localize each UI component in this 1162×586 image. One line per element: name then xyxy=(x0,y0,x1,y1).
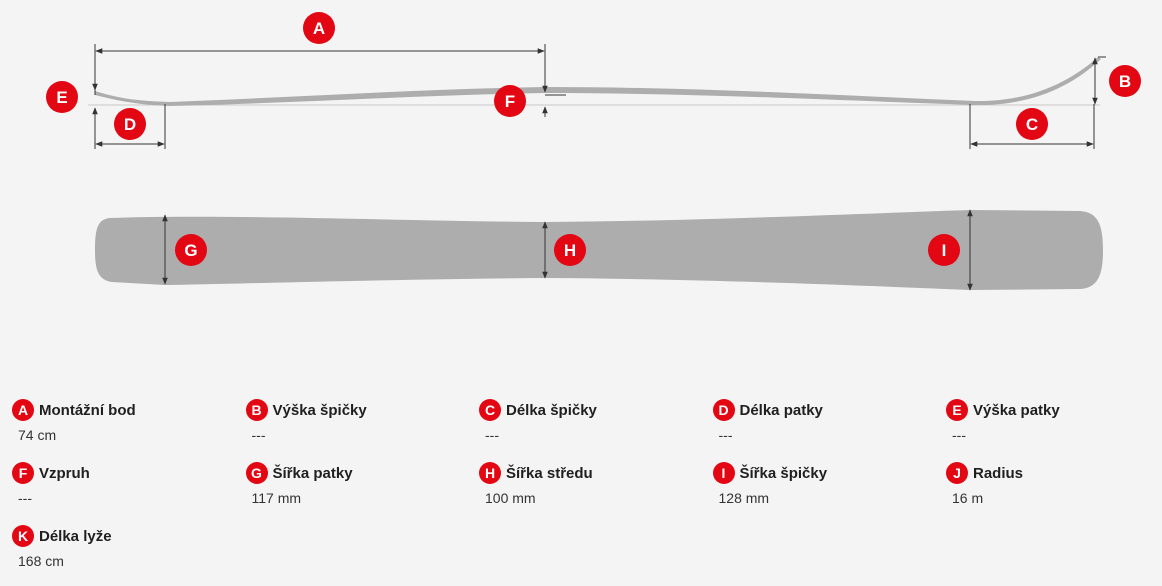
svg-text:I: I xyxy=(942,241,947,260)
spec-badge: G xyxy=(245,462,268,484)
spec-badge: J xyxy=(946,462,968,484)
svg-text:D: D xyxy=(124,115,136,134)
spec-badge: C xyxy=(479,399,501,421)
spec-badge: D xyxy=(712,399,735,421)
spec-value: --- xyxy=(718,427,733,443)
marker-d: D xyxy=(114,108,146,140)
spec-a: A Montážní bod 74 cm xyxy=(12,397,246,460)
spec-badge: F xyxy=(12,462,34,484)
ski-diagram: A F E D B C G H xyxy=(46,12,1141,291)
ski-side-profile xyxy=(88,57,1101,106)
spec-label: Šířka středu xyxy=(506,464,593,482)
spec-label: Šířka špičky xyxy=(739,464,828,482)
spec-e: E Výška patky --- xyxy=(946,397,1162,460)
spec-value: 117 mm xyxy=(251,490,302,506)
spec-value: 168 cm xyxy=(18,553,64,569)
spec-label: Montážní bod xyxy=(39,401,136,419)
spec-value: --- xyxy=(952,427,966,443)
spec-value: 16 m xyxy=(952,490,984,506)
spec-value: --- xyxy=(251,427,266,443)
spec-badge: I xyxy=(712,462,735,484)
spec-badge: A xyxy=(12,399,34,421)
marker-a: A xyxy=(303,12,335,44)
svg-text:G: G xyxy=(184,241,197,260)
marker-e: E xyxy=(46,81,78,113)
spec-label: Vzpruh xyxy=(39,464,90,482)
spec-label: Délka patky xyxy=(739,401,823,419)
marker-f: F xyxy=(494,85,526,117)
svg-text:E: E xyxy=(56,88,67,107)
spec-h: H Šířka středu 100 mm xyxy=(479,460,713,523)
spec-label: Délka špičky xyxy=(506,401,597,419)
spec-value: 100 mm xyxy=(485,490,536,506)
spec-j: J Radius 16 m xyxy=(946,460,1162,523)
marker-g: G xyxy=(175,234,207,266)
ski-profile-shape xyxy=(95,57,1101,106)
svg-text:C: C xyxy=(1026,115,1038,134)
svg-text:F: F xyxy=(505,92,515,111)
spec-f: F Vzpruh --- xyxy=(12,460,246,523)
marker-i: I xyxy=(928,234,960,266)
svg-text:H: H xyxy=(564,241,576,260)
marker-c: C xyxy=(1016,108,1048,140)
spec-badge: B xyxy=(245,399,268,421)
spec-k: K Délka lyže 168 cm xyxy=(12,523,246,586)
spec-value: --- xyxy=(485,427,499,443)
spec-label: Šířka patky xyxy=(272,464,353,482)
spec-badge: H xyxy=(479,462,501,484)
svg-text:A: A xyxy=(313,19,325,38)
spec-c: C Délka špičky --- xyxy=(479,397,713,460)
marker-h: H xyxy=(554,234,586,266)
spec-label: Výška patky xyxy=(973,401,1060,419)
spec-label: Výška špičky xyxy=(272,401,367,419)
ski-top-view xyxy=(95,210,1103,290)
svg-text:B: B xyxy=(1119,72,1131,91)
spec-badge: K xyxy=(12,525,34,547)
spec-value: 128 mm xyxy=(718,490,770,506)
spec-label: Radius xyxy=(973,464,1024,482)
spec-badge: E xyxy=(946,399,968,421)
marker-b: B xyxy=(1109,65,1141,97)
spec-value: --- xyxy=(18,490,32,506)
spec-value: 74 cm xyxy=(18,427,57,443)
spec-label: Délka lyže xyxy=(39,527,112,545)
